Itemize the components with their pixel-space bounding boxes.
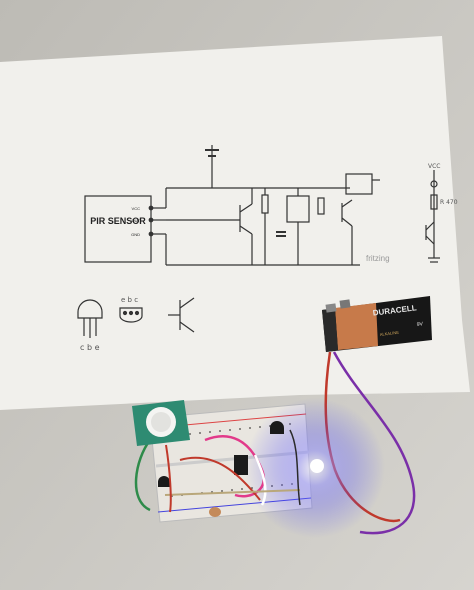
green-jumper — [134, 439, 152, 512]
note-ebc: e b c — [121, 296, 138, 304]
blue-led — [310, 459, 324, 473]
battery-small-print: ALKALINE — [380, 330, 400, 337]
nine-volt-battery: DURACELL 9V ALKALINE — [322, 296, 432, 352]
transistor-1 — [270, 421, 284, 434]
fritzing-watermark: fritzing — [366, 254, 390, 263]
capacitor — [209, 507, 221, 517]
battery-purple-wire — [332, 351, 416, 535]
battery-voltage: 9V — [417, 321, 424, 328]
white-jumper — [253, 454, 267, 506]
transistor-2 — [158, 476, 170, 487]
note-resistor: R 470 — [440, 199, 458, 206]
pin-vcc-label: VCC — [132, 206, 141, 211]
pir-red-wire — [165, 444, 172, 513]
note-transistor-pins: c b e — [80, 343, 100, 352]
resistor-lead — [164, 489, 301, 496]
schematic-drawing — [77, 145, 440, 338]
pin-out-label: OUT — [132, 218, 141, 223]
pir-sensor-label: PIR SENSOR — [90, 216, 146, 226]
note-vcc: VCC — [428, 163, 440, 170]
black-jumper — [289, 429, 301, 506]
pir-sensor-box — [84, 195, 152, 263]
ic-chip — [234, 455, 248, 475]
schematic-paper — [0, 36, 470, 410]
pin-gnd-label: GND — [131, 232, 140, 237]
pir-module — [132, 400, 190, 446]
